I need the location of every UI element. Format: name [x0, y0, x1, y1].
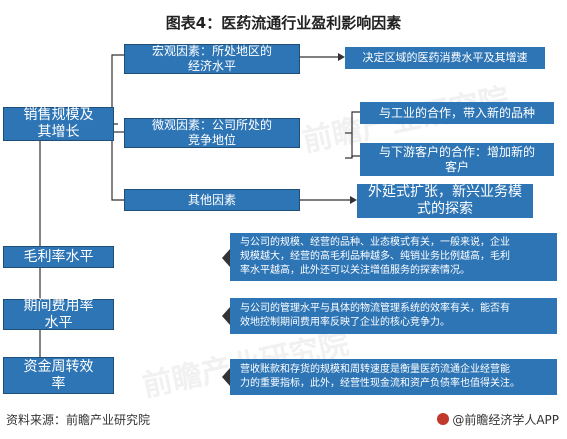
- root-label-line1: 销售规模及: [23, 107, 94, 123]
- turnover-desc-line1: 营收账款和存货的规模和周转速度是衡量医药流通企业经营能: [240, 364, 510, 375]
- root-label-line2: 其增长: [37, 124, 80, 140]
- gross-margin-desc-box: 与公司的规模、经营的品种、业态模式有关，一般来说，企业 规模越大，经营的高毛利品…: [230, 233, 557, 281]
- micro-effect1-text: 与工业的合作，带入新的品种: [378, 105, 535, 120]
- micro-factor-box: 微观因素：公司所处的 竞争地位: [124, 118, 300, 148]
- brand-credit-text: @前瞻经济学人APP: [452, 413, 559, 427]
- expense-ratio-box: 期间费用率 水平: [3, 297, 114, 331]
- other-label: 其他因素: [187, 192, 236, 207]
- source-note: 资料来源：前瞻产业研究院: [6, 413, 151, 427]
- other-effect-box: 外延式扩张，新兴业务模 式的探索: [357, 184, 533, 218]
- expense-ratio-line2: 水平: [44, 314, 73, 331]
- expense-ratio-desc-line2: 效地控制期间费用率反映了企业的核心竞争力。: [240, 317, 450, 328]
- gross-margin-desc-line2: 规模越大，经营的高毛利品种越多、纯销业务比例越高，毛利: [240, 251, 510, 262]
- micro-label-line2: 竞争地位: [187, 133, 236, 147]
- micro-effect2-line2: 客户: [444, 159, 469, 174]
- macro-effect-box: 决定区域的医药消费水平及其增速: [345, 47, 545, 69]
- expense-ratio-desc-box: 与公司的管理水平与具体的物流管理系统的效率有关，能否有 效地控制期间费用率反映了…: [230, 298, 557, 334]
- turnover-line1: 资金周转效: [23, 358, 94, 375]
- macro-factor-box: 宏观因素：所处地区的 经济水平: [124, 44, 300, 74]
- gross-margin-box: 毛利率水平: [3, 246, 114, 268]
- micro-effect-industry-box: 与工业的合作，带入新的品种: [360, 102, 554, 124]
- turnover-desc-box: 营收账款和存货的规模和周转速度是衡量医药流通企业经营能 力的重要指标，此外，经营…: [230, 359, 557, 395]
- macro-label-line2: 经济水平: [187, 59, 236, 73]
- micro-effect-downstream-box: 与下游客户的合作：增加新的 客户: [360, 143, 554, 176]
- turnover-line2: 率: [51, 375, 66, 392]
- brand-logo-icon: [437, 413, 450, 425]
- macro-effect-text: 决定区域的医药消费水平及其增速: [362, 51, 528, 64]
- micro-effect2-line1: 与下游客户的合作：增加新的: [378, 144, 535, 159]
- expense-ratio-line1: 期间费用率: [23, 297, 94, 314]
- gross-margin-desc-line1: 与公司的规模、经营的品种、业态模式有关，一般来说，企业: [240, 237, 510, 248]
- macro-label-line1: 宏观因素：所处地区的: [151, 44, 272, 58]
- expense-ratio-desc-line1: 与公司的管理水平与具体的物流管理系统的效率有关，能否有: [240, 303, 510, 314]
- other-factor-box: 其他因素: [124, 189, 300, 211]
- other-effect-line1: 外延式扩张，新兴业务模: [368, 184, 522, 200]
- figure-title: 图表4：医药流通行业盈利影响因素: [165, 14, 402, 32]
- root-box-sales-scale: 销售规模及 其增长: [3, 107, 114, 141]
- brand-credit: @前瞻经济学人APP: [437, 411, 559, 428]
- gross-margin-desc-line3: 率水平越高，此外还可以关注增值服务的探索情况。: [240, 265, 470, 276]
- other-effect-line2: 式的探索: [417, 201, 473, 217]
- gross-margin-label: 毛利率水平: [23, 248, 94, 265]
- micro-label-line1: 微观因素：公司所处的: [151, 118, 272, 132]
- turnover-box: 资金周转效 率: [3, 357, 114, 394]
- turnover-desc-line2: 力的重要指标，此外，经营性现金流和资产负债率也值得关注。: [240, 378, 520, 389]
